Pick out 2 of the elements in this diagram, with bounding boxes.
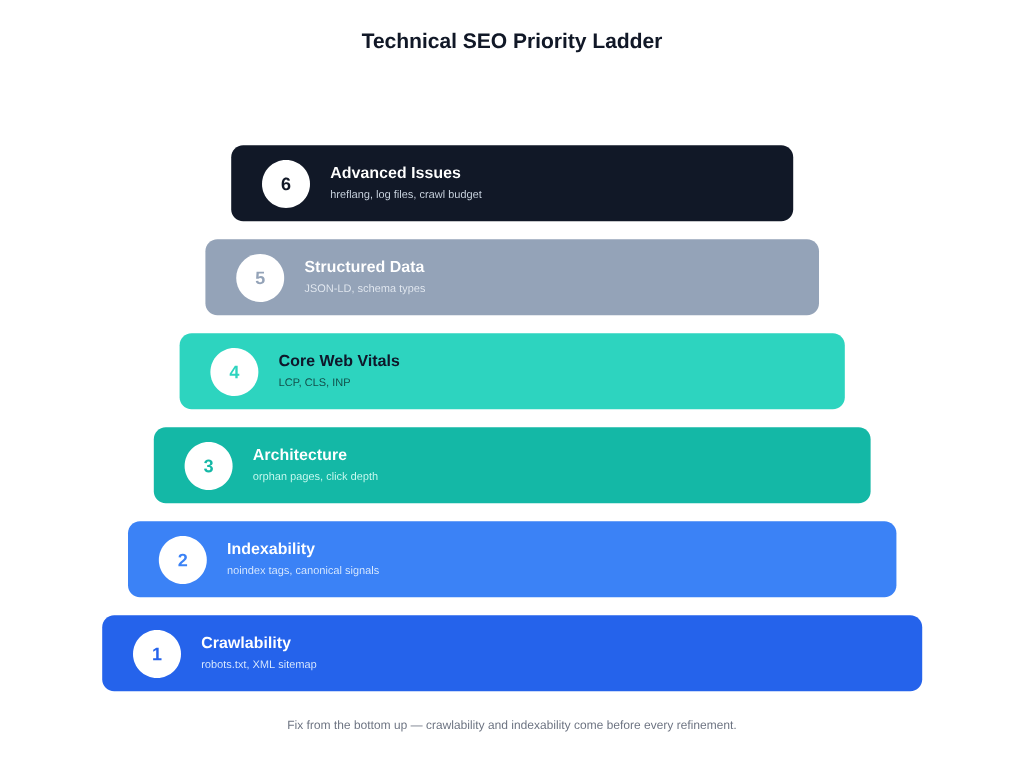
caption: Fix from the bottom up — crawlability and indexability come before every refinement.	[288, 720, 736, 732]
diagram-title: Technical SEO Priority Ladder	[361, 32, 663, 53]
